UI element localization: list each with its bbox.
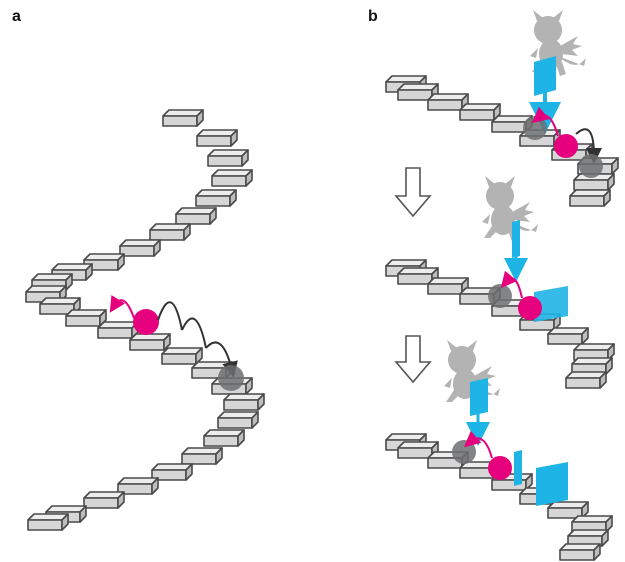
backward-jump-arrow — [109, 294, 135, 319]
forward-jump-arrow-3 — [205, 341, 238, 378]
cyan-gate — [470, 378, 488, 416]
panel-b-stage-1 — [385, 10, 619, 207]
forward-jump-arrow-1 — [157, 301, 183, 331]
magenta-ball — [518, 296, 542, 320]
down-arrow-icon — [394, 167, 432, 218]
gray-ball — [523, 116, 547, 140]
magenta-ball — [554, 134, 578, 158]
down-arrow-icon — [394, 335, 432, 384]
gray-ball — [218, 365, 244, 391]
panel-b-stage-3 — [385, 340, 613, 561]
cyan-gate — [534, 56, 556, 96]
cyan-gate — [512, 220, 520, 258]
gray-ball — [488, 284, 512, 308]
panel-a-motion — [109, 294, 244, 391]
panel-label-a: a — [12, 8, 21, 25]
gray-ball — [579, 154, 603, 178]
panel-label-b: b — [368, 8, 378, 25]
forward-jump-arrow-2 — [181, 317, 207, 349]
cyan-gate — [536, 462, 568, 506]
panel-b-stage-2 — [385, 176, 615, 389]
magenta-ball — [488, 456, 512, 480]
magenta-ball — [133, 309, 159, 335]
gray-ball — [452, 440, 476, 464]
cyan-gate — [514, 450, 522, 486]
cyan-gate — [534, 286, 568, 322]
